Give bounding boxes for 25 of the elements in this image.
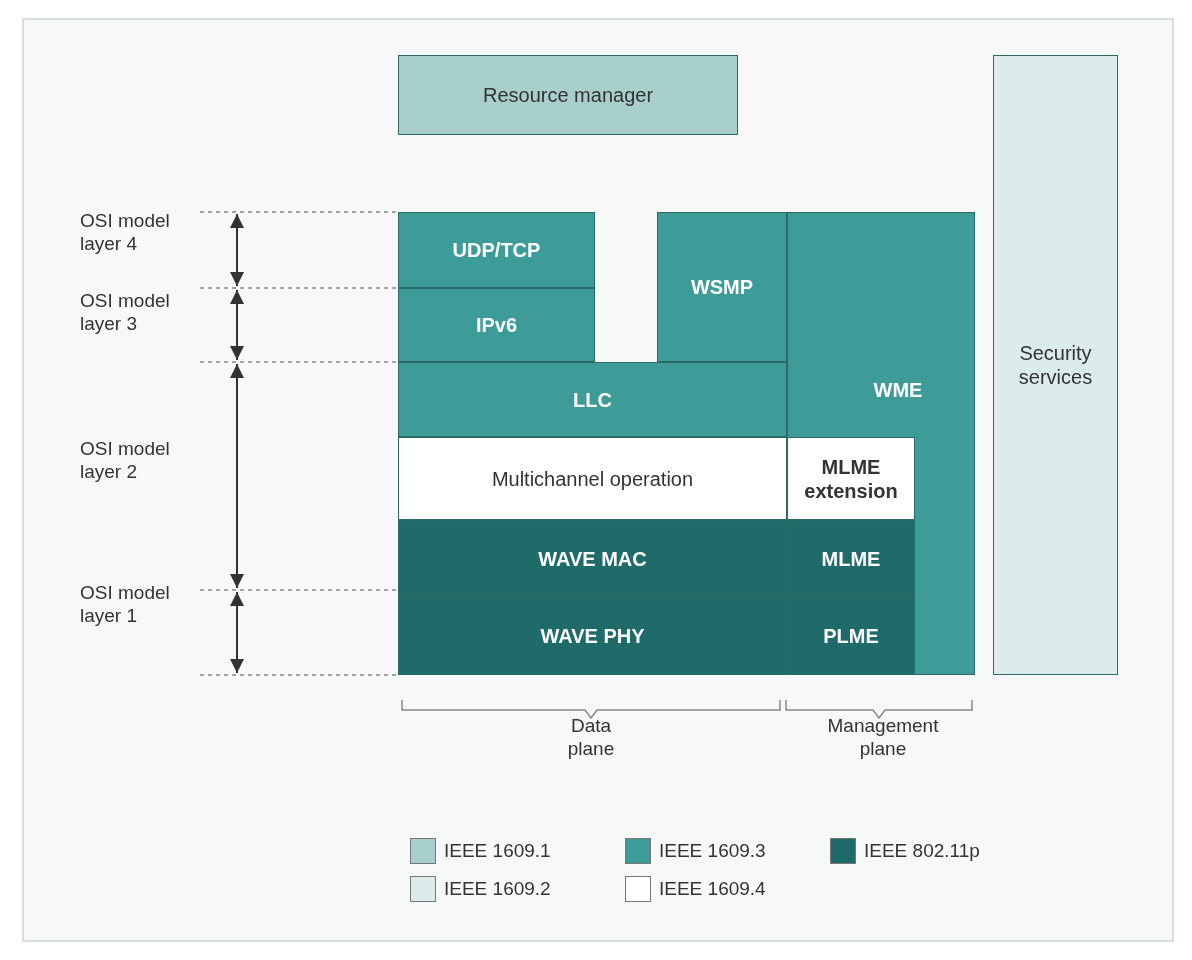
plane-label: Management plane [826,715,940,761]
protocol-block: WAVE PHY [398,597,787,675]
legend-label: IEEE 1609.2 [444,878,551,900]
protocol-block: IPv6 [398,288,595,362]
layer-label: OSI model layer 2 [80,438,171,484]
protocol-block: PLME [787,597,915,675]
protocol-block: LLC [398,362,787,437]
protocol-block: Multichannel operation [398,437,787,520]
protocol-block: MLME [787,520,915,597]
legend-label: IEEE 802.11p [864,840,980,862]
layer-label: OSI model layer 3 [80,290,171,336]
protocol-block: UDP/TCP [398,212,595,288]
legend-label: IEEE 1609.3 [659,840,766,862]
protocol-block: WAVE MAC [398,520,787,597]
layer-label: OSI model layer 1 [80,582,171,628]
legend-label: IEEE 1609.1 [444,840,551,862]
legend-label: IEEE 1609.4 [659,878,766,900]
protocol-block [787,212,975,675]
protocol-block: MLME extension [787,437,915,520]
protocol-block: WSMP [657,212,787,362]
manager-block: Resource manager [398,55,738,135]
security-block: Security services [993,55,1118,675]
plane-label: Data plane [566,715,616,761]
layer-label: OSI model layer 4 [80,210,171,256]
block-label: WME [872,378,924,402]
